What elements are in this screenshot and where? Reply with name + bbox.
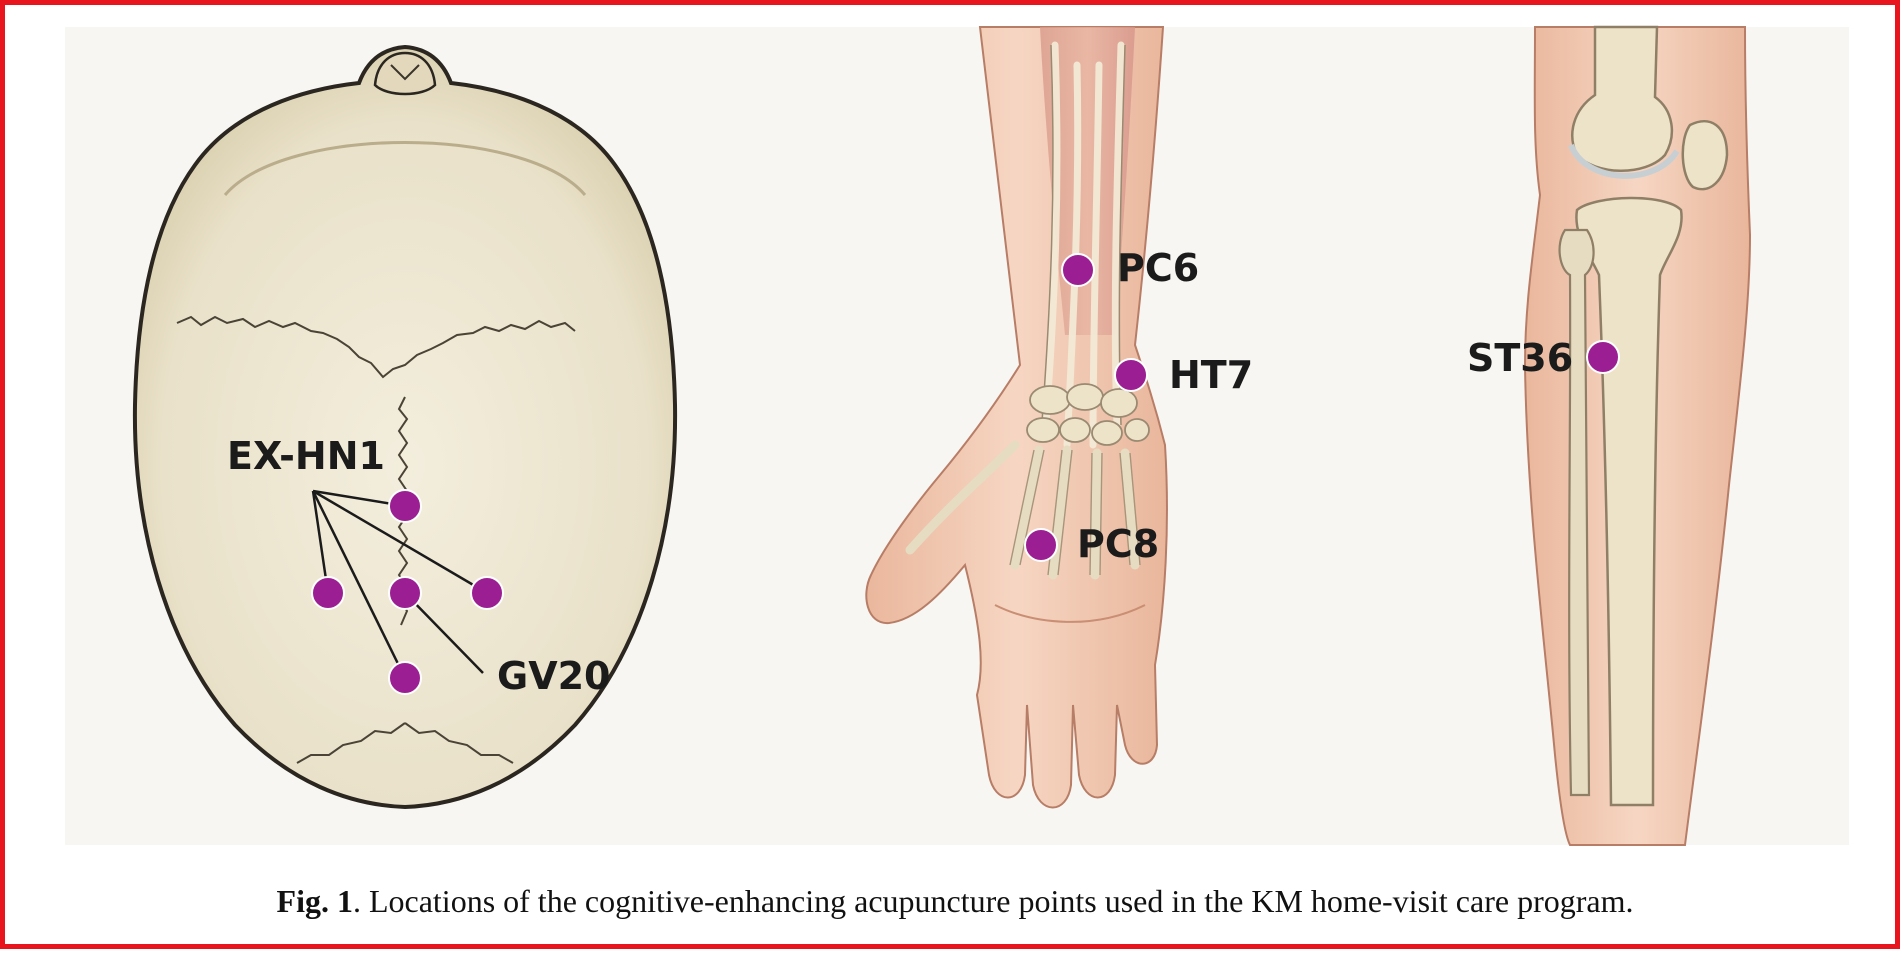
leg-drawing xyxy=(1523,25,1752,846)
femur xyxy=(1571,25,1673,172)
label-ht7: HT7 xyxy=(1169,353,1254,397)
ex-hn1-marker-left xyxy=(311,576,345,610)
ex-hn1-marker-posterior xyxy=(388,661,422,695)
patella xyxy=(1681,120,1729,191)
lambdoid-suture xyxy=(296,722,514,764)
skull-drawing xyxy=(132,44,678,810)
ex-hn1-marker-anterior xyxy=(388,489,422,523)
label-st36: ST36 xyxy=(1467,336,1574,380)
nasal-bones xyxy=(373,51,437,96)
anatomy-illustration xyxy=(132,25,1752,846)
label-pc6: PC6 xyxy=(1117,246,1200,290)
nasal-detail xyxy=(390,64,420,81)
pc6-marker xyxy=(1061,253,1095,287)
forearm-muscles xyxy=(1040,27,1135,335)
st36-marker xyxy=(1586,340,1620,374)
palm-crease xyxy=(994,604,1146,623)
gv20-leader-line xyxy=(404,592,484,674)
ht7-marker xyxy=(1114,358,1148,392)
figure-number: Fig. 1 xyxy=(276,883,353,919)
coronal-suture xyxy=(176,315,576,379)
label-gv20: GV20 xyxy=(497,654,611,698)
skull-point-markers xyxy=(311,489,504,695)
ex-hn1-leader-lines xyxy=(311,489,488,679)
ex-hn1-marker-right xyxy=(470,576,504,610)
hand-drawing xyxy=(865,26,1168,809)
knee-joint xyxy=(1568,143,1680,179)
metacarpal-bones xyxy=(905,440,1140,580)
pc8-marker xyxy=(1024,528,1058,562)
carpal-bones xyxy=(1026,383,1150,446)
label-pc8: PC8 xyxy=(1077,522,1160,566)
fibula xyxy=(1558,228,1595,797)
caption-text: . Locations of the cognitive-enhancing a… xyxy=(352,883,1634,919)
figure-caption: Fig. 1. Locations of the cognitive-enhan… xyxy=(5,883,1900,920)
frontal-ridge xyxy=(223,141,587,196)
label-ex-hn1: EX-HN1 xyxy=(227,434,385,478)
cranium-outline xyxy=(132,44,678,810)
gv20-marker xyxy=(388,576,422,610)
